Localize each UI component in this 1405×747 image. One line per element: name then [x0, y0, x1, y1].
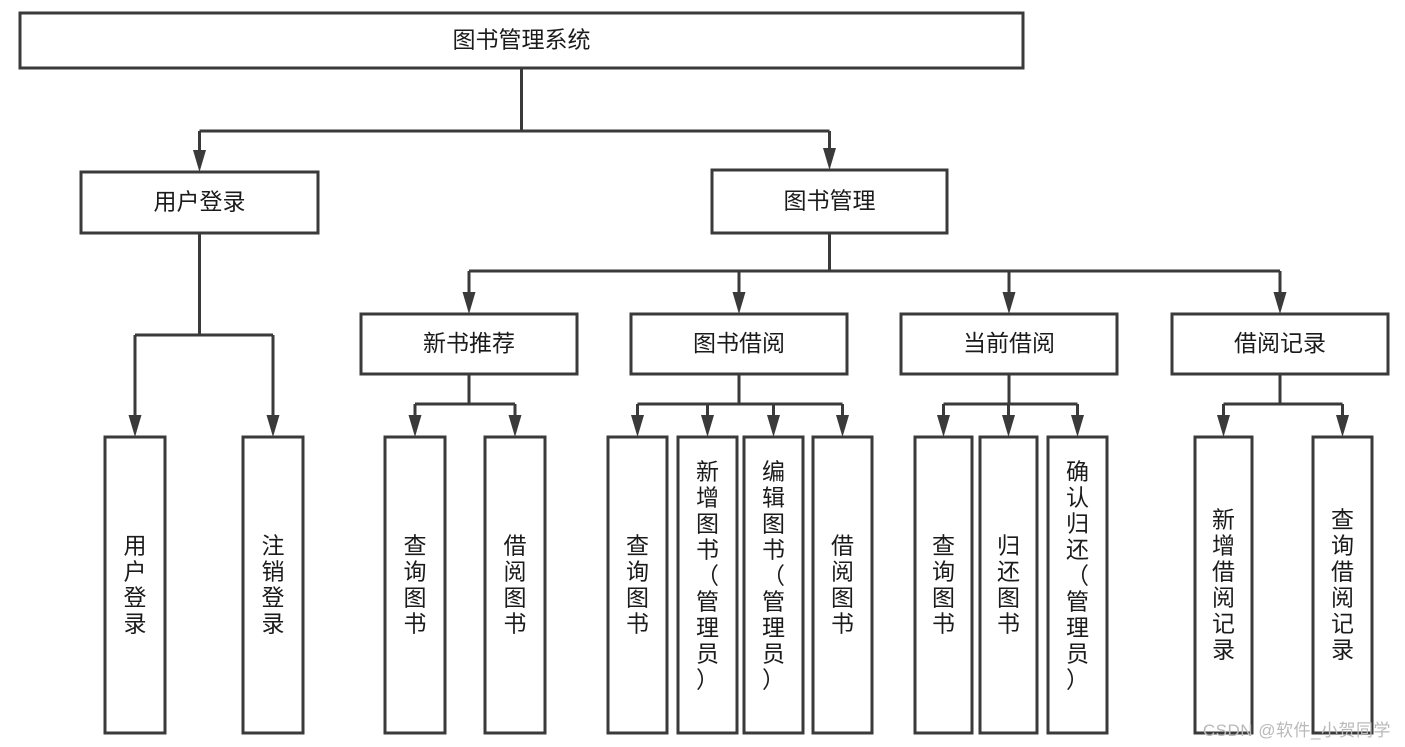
node-leaf-edit-book[interactable]: 编辑图书（管理员） [742, 435, 805, 735]
arrow-head [937, 415, 950, 437]
node-label-leaf-query-borrow-record: 查询借阅记录 [1331, 506, 1354, 662]
node-label-leaf-logout: 注销登录 [262, 532, 285, 636]
node-leaf-user-login[interactable]: 用户登录 [103, 435, 167, 735]
node-box-root[interactable] [18, 11, 1025, 70]
node-new-book-recommend[interactable]: 新书推荐 [359, 312, 579, 376]
node-box-leaf-user-login[interactable] [103, 435, 167, 735]
node-box-leaf-query-book-current[interactable] [913, 435, 974, 735]
node-box-borrow-record[interactable] [1170, 312, 1390, 376]
connectors-layer [128, 68, 1349, 437]
node-label-book-borrow: 图书借阅 [693, 330, 785, 356]
node-box-leaf-logout[interactable] [241, 435, 305, 735]
node-box-leaf-query-borrow-record[interactable] [1311, 435, 1374, 735]
node-box-new-book-recommend[interactable] [359, 312, 579, 376]
node-box-leaf-add-book[interactable] [676, 435, 739, 735]
conn-recommend-to-leaves [408, 374, 522, 437]
arrow-head [823, 148, 836, 170]
arrow-head [128, 415, 142, 437]
node-box-leaf-borrow-book[interactable] [811, 435, 874, 735]
node-book-borrow[interactable]: 图书借阅 [629, 312, 849, 376]
arrow-head [266, 415, 280, 437]
node-leaf-add-book[interactable]: 新增图书（管理员） [676, 435, 739, 735]
node-box-leaf-add-borrow-record[interactable] [1193, 435, 1254, 735]
node-leaf-logout[interactable]: 注销登录 [241, 435, 305, 735]
conn-current-to-leaves [937, 374, 1084, 437]
node-box-current-borrow[interactable] [899, 312, 1119, 376]
node-label-leaf-query-book-recommend: 查询图书 [404, 532, 427, 636]
node-label-leaf-add-borrow-record: 新增借阅记录 [1212, 506, 1235, 662]
node-label-book-manage: 图书管理 [784, 188, 876, 214]
node-box-leaf-query-book-recommend[interactable] [383, 435, 447, 735]
arrow-head [462, 292, 476, 314]
arrow-head [767, 415, 780, 437]
node-label-current-borrow: 当前借阅 [963, 330, 1055, 356]
node-box-user-login[interactable] [79, 170, 320, 235]
node-label-leaf-query-book-borrow: 查询图书 [626, 532, 649, 636]
node-leaf-query-borrow-record[interactable]: 查询借阅记录 [1311, 435, 1374, 735]
node-label-leaf-user-login: 用户登录 [124, 532, 147, 636]
conn-user-login-to-leaves [128, 233, 280, 437]
arrow-head [1336, 415, 1349, 437]
node-leaf-query-book-borrow[interactable]: 查询图书 [606, 435, 669, 735]
node-box-leaf-edit-book[interactable] [742, 435, 805, 735]
node-borrow-record[interactable]: 借阅记录 [1170, 312, 1390, 376]
arrow-head [193, 150, 206, 172]
node-leaf-confirm-return[interactable]: 确认归还（管理员） [1046, 435, 1109, 735]
arrow-head [1002, 415, 1015, 437]
node-user-login[interactable]: 用户登录 [79, 170, 320, 235]
node-current-borrow[interactable]: 当前借阅 [899, 312, 1119, 376]
conn-root-to-level1 [193, 68, 836, 172]
node-box-leaf-borrow-book-recommend[interactable] [483, 435, 547, 735]
node-label-leaf-query-book-current: 查询图书 [932, 532, 955, 636]
arrow-head [701, 415, 714, 437]
conn-borrow-to-leaves [631, 374, 849, 437]
node-label-leaf-confirm-return: 确认归还（管理员） [1066, 458, 1089, 692]
node-leaf-query-book-recommend[interactable]: 查询图书 [383, 435, 447, 735]
node-label-leaf-add-book: 新增图书（管理员） [696, 458, 719, 692]
node-box-leaf-return-book[interactable] [978, 435, 1039, 735]
node-box-leaf-confirm-return[interactable] [1046, 435, 1109, 735]
node-leaf-query-book-current[interactable]: 查询图书 [913, 435, 974, 735]
arrow-head [408, 415, 422, 437]
node-box-book-manage[interactable] [710, 168, 949, 235]
node-leaf-return-book[interactable]: 归还图书 [978, 435, 1039, 735]
node-box-book-borrow[interactable] [629, 312, 849, 376]
node-root[interactable]: 图书管理系统 [18, 11, 1025, 70]
node-leaf-borrow-book-recommend[interactable]: 借阅图书 [483, 435, 547, 735]
conn-book-manage-to-level2 [462, 233, 1287, 314]
arrow-head [1217, 415, 1230, 437]
node-label-leaf-borrow-book: 借阅图书 [831, 532, 854, 636]
arrow-head [631, 415, 644, 437]
arrow-head [1273, 292, 1287, 314]
arrow-head [836, 415, 849, 437]
node-label-root: 图书管理系统 [453, 27, 591, 53]
node-leaf-add-borrow-record[interactable]: 新增借阅记录 [1193, 435, 1254, 735]
node-label-borrow-record: 借阅记录 [1234, 330, 1326, 356]
node-label-leaf-borrow-book-recommend: 借阅图书 [504, 532, 527, 636]
node-box-leaf-query-book-borrow[interactable] [606, 435, 669, 735]
arrow-head [732, 292, 746, 314]
nodes-layer: 图书管理系统用户登录图书管理新书推荐图书借阅当前借阅借阅记录用户登录注销登录查询… [18, 11, 1390, 735]
arrow-head [508, 415, 522, 437]
node-book-manage[interactable]: 图书管理 [710, 168, 949, 235]
node-label-leaf-return-book: 归还图书 [997, 532, 1020, 636]
node-label-leaf-edit-book: 编辑图书（管理员） [762, 458, 785, 692]
node-label-new-book-recommend: 新书推荐 [423, 330, 515, 356]
conn-record-to-leaves [1217, 374, 1349, 437]
arrow-head [1002, 292, 1016, 314]
arrow-head [1071, 415, 1084, 437]
node-leaf-borrow-book[interactable]: 借阅图书 [811, 435, 874, 735]
node-label-user-login: 用户登录 [154, 189, 246, 215]
